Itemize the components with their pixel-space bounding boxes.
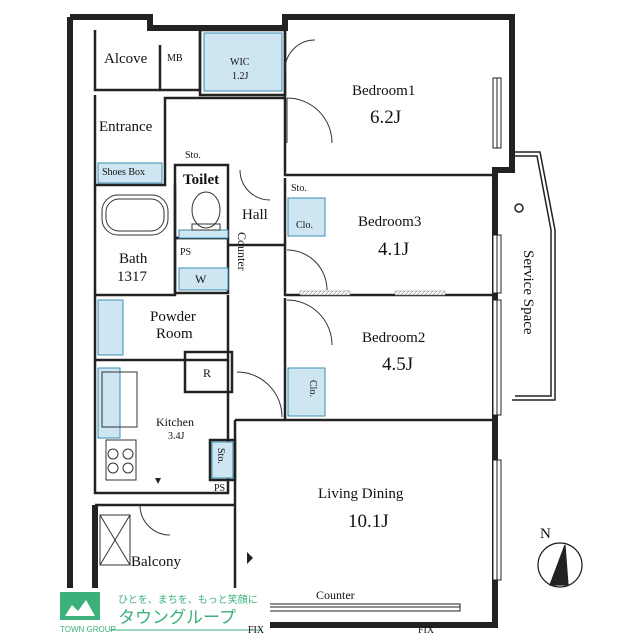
- bedroom3-label: Bedroom3: [358, 214, 422, 230]
- bedroom1-area: 6.2J: [370, 107, 402, 128]
- sto-kitchen-label: Sto.: [215, 448, 226, 464]
- kitchen-area-label: 3.4J: [168, 431, 185, 442]
- clo-bed2-label: Clo.: [307, 380, 318, 397]
- storage-fills: [97, 32, 326, 479]
- mb-label: MB: [167, 53, 183, 64]
- sto-bed3-label: Sto.: [291, 183, 307, 194]
- fix-right-label: FIX: [418, 625, 435, 636]
- service-space-label: Service Space: [520, 250, 536, 335]
- windows-right: [492, 77, 502, 581]
- powder-room-label-2: Room: [156, 326, 193, 342]
- bedroom2-area: 4.5J: [382, 354, 414, 375]
- sliding-doors: [299, 290, 446, 296]
- bath-size-label: 1317: [117, 269, 147, 285]
- fixtures: [99, 191, 221, 566]
- toilet-label: Toilet: [183, 172, 220, 188]
- w-label: W: [195, 272, 207, 286]
- service-space-bay: [512, 151, 556, 401]
- powder-room-label-1: Powder: [150, 309, 196, 325]
- outer-walls: [67, 14, 515, 628]
- windows-bottom: [249, 603, 461, 612]
- fix-left-label: FIX: [248, 625, 265, 636]
- bedroom2-label: Bedroom2: [362, 330, 426, 346]
- inner-walls: [93, 28, 497, 625]
- clo-bed3-label: Clo.: [296, 220, 313, 231]
- door-swings: [139, 39, 333, 536]
- entry-marker: [155, 478, 161, 484]
- bedroom1-label: Bedroom1: [352, 83, 416, 99]
- logo-name-jp: タウングループ: [118, 608, 236, 628]
- north-label: N: [540, 526, 551, 542]
- hall-label: Hall: [242, 207, 268, 223]
- counter-hall-label: Counter: [235, 232, 249, 271]
- counter-bottom-label: Counter: [316, 588, 355, 602]
- bath-label: Bath: [119, 251, 148, 267]
- wic-area-label: 1.2J: [232, 71, 249, 82]
- logo-tagline: ひとを、まちを、もっと笑顔に: [118, 595, 258, 606]
- ps-lower-label: PS: [214, 483, 226, 494]
- logo-name-en: TOWN GROUP: [60, 625, 116, 634]
- entry-marker-living: [247, 552, 253, 564]
- logo-panel: [40, 588, 270, 638]
- shoes-box-label: Shoes Box: [102, 167, 146, 178]
- entrance-label: Entrance: [99, 119, 153, 135]
- balcony-label: Balcony: [131, 554, 181, 570]
- north-compass: [537, 542, 583, 588]
- sto-entrance-label: Sto.: [185, 150, 201, 161]
- bedroom3-area: 4.1J: [378, 239, 410, 260]
- alcove-label: Alcove: [104, 51, 148, 67]
- living-dining-area: 10.1J: [348, 511, 389, 532]
- wic-label: WIC: [230, 57, 250, 68]
- ps-upper-label: PS: [180, 247, 192, 258]
- living-dining-label: Living Dining: [318, 486, 404, 502]
- r-label: R: [203, 366, 212, 380]
- kitchen-label: Kitchen: [156, 415, 194, 429]
